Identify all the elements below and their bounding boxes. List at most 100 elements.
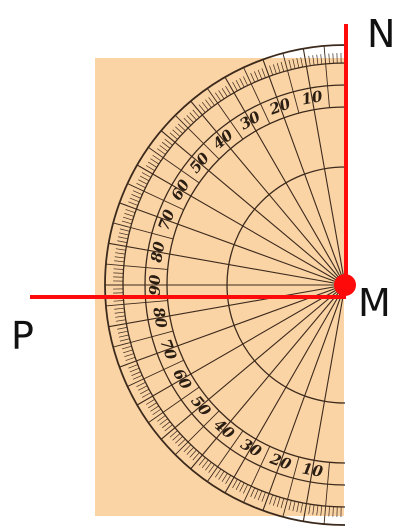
protractor-minor-tick — [157, 148, 166, 155]
protractor-minor-tick — [239, 78, 245, 88]
protractor-minor-tick — [117, 330, 128, 334]
protractor-minor-tick — [129, 367, 140, 373]
protractor-ray — [108, 284, 346, 328]
protractor-ray — [108, 242, 346, 286]
protractor-minor-tick — [157, 415, 166, 422]
protractor-minor-tick — [141, 392, 152, 398]
protractor-minor-tick — [186, 115, 194, 123]
protractor-minor-tick — [257, 490, 263, 501]
protractor-minor-tick — [159, 418, 168, 425]
protractor-minor-tick — [232, 81, 238, 92]
protractor-minor-tick — [242, 76, 248, 86]
protractor-minor-tick — [189, 449, 197, 458]
vertex-m — [334, 274, 356, 296]
protractor-minor-tick — [332, 506, 334, 517]
protractor-minor-tick — [201, 101, 209, 111]
scale-label: 90 — [146, 274, 164, 295]
protractor-minor-tick — [280, 498, 285, 509]
protractor-minor-tick — [161, 421, 171, 429]
protractor-minor-tick — [131, 194, 141, 199]
protractor-minor-tick — [208, 464, 215, 473]
protractor-minor-tick — [113, 300, 124, 302]
protractor-half-ray — [127, 359, 184, 387]
protractor-minor-tick — [148, 402, 157, 409]
protractor-minor-tick — [242, 484, 248, 494]
protractor-minor-tick — [235, 79, 242, 90]
protractor-ray — [224, 76, 346, 286]
protractor-minor-tick — [169, 132, 178, 140]
protractor-minor-tick — [292, 58, 296, 69]
protractor-minor-tick — [150, 405, 160, 412]
protractor-ray — [136, 164, 346, 286]
protractor-minor-tick — [214, 468, 222, 478]
protractor-ray — [224, 284, 346, 494]
protractor-minor-tick — [269, 65, 274, 76]
protractor-ray — [136, 284, 346, 406]
scale-label: 10 — [300, 87, 324, 108]
protractor-minor-tick — [114, 307, 125, 310]
protractor-ray — [302, 48, 346, 286]
protractor-minor-tick — [145, 399, 155, 405]
protractor-minor-tick — [132, 374, 143, 380]
protractor-ray — [119, 202, 346, 286]
protractor-minor-tick — [308, 504, 311, 515]
protractor-minor-tick — [272, 496, 277, 506]
protractor-minor-tick — [254, 71, 259, 81]
protractor-minor-tick — [139, 175, 150, 182]
protractor-minor-tick — [320, 505, 323, 516]
scale-label: 10 — [301, 459, 325, 480]
protractor-ray — [190, 100, 346, 286]
protractor-minor-tick — [198, 104, 206, 113]
protractor-half-ray — [105, 300, 168, 307]
protractor-minor-tick — [328, 506, 330, 517]
protractor-minor-tick — [300, 502, 303, 513]
protractor-minor-tick — [232, 478, 238, 489]
protractor-half-ray — [206, 88, 244, 140]
protractor-minor-tick — [169, 430, 178, 438]
protractor-minor-tick — [124, 212, 134, 217]
protractor-minor-tick — [119, 338, 130, 342]
protractor-minor-tick — [288, 500, 292, 511]
protractor-minor-tick — [218, 90, 225, 100]
protractor-half-ray — [113, 222, 174, 240]
protractor-half-ray — [174, 410, 220, 456]
protractor-minor-tick — [208, 97, 215, 106]
label-n: N — [367, 12, 395, 56]
protractor-minor-tick — [175, 126, 183, 134]
protractor-minor-tick — [205, 99, 212, 108]
protractor-minor-tick — [128, 364, 138, 369]
protractor-minor-tick — [332, 53, 334, 64]
protractor-minor-tick — [119, 228, 130, 232]
protractor-minor-tick — [225, 475, 231, 485]
protractor-minor-tick — [312, 504, 315, 515]
protractor-ray — [262, 59, 346, 286]
protractor-minor-tick — [121, 345, 132, 350]
protractor-minor-tick — [172, 129, 181, 137]
protractor-minor-tick — [152, 154, 162, 162]
protractor-minor-tick — [183, 117, 192, 126]
protractor-minor-tick — [136, 182, 146, 188]
protractor-minor-tick — [296, 502, 300, 513]
protractor-minor-tick — [205, 462, 212, 471]
protractor-minor-tick — [261, 492, 266, 502]
protractor-minor-tick — [328, 53, 330, 64]
protractor-ray — [160, 284, 346, 440]
protractor-minor-tick — [117, 240, 128, 243]
label-p: P — [11, 314, 34, 358]
protractor-half-ray — [243, 446, 271, 503]
protractor-half-ray — [127, 183, 184, 211]
protractor-minor-tick — [177, 438, 186, 447]
protractor-minor-tick — [269, 494, 274, 505]
protractor-minor-tick — [114, 311, 125, 314]
protractor-minor-tick — [189, 112, 197, 121]
protractor-half-ray — [148, 386, 200, 424]
protractor-minor-tick — [150, 158, 160, 165]
protractor-minor-tick — [192, 109, 200, 118]
protractor-minor-tick — [123, 349, 133, 354]
protractor-minor-tick — [320, 54, 323, 65]
protractor-minor-tick — [114, 256, 125, 259]
protractor-minor-tick — [115, 315, 126, 318]
protractor-minor-tick — [235, 480, 242, 491]
protractor-minor-tick — [239, 482, 245, 492]
